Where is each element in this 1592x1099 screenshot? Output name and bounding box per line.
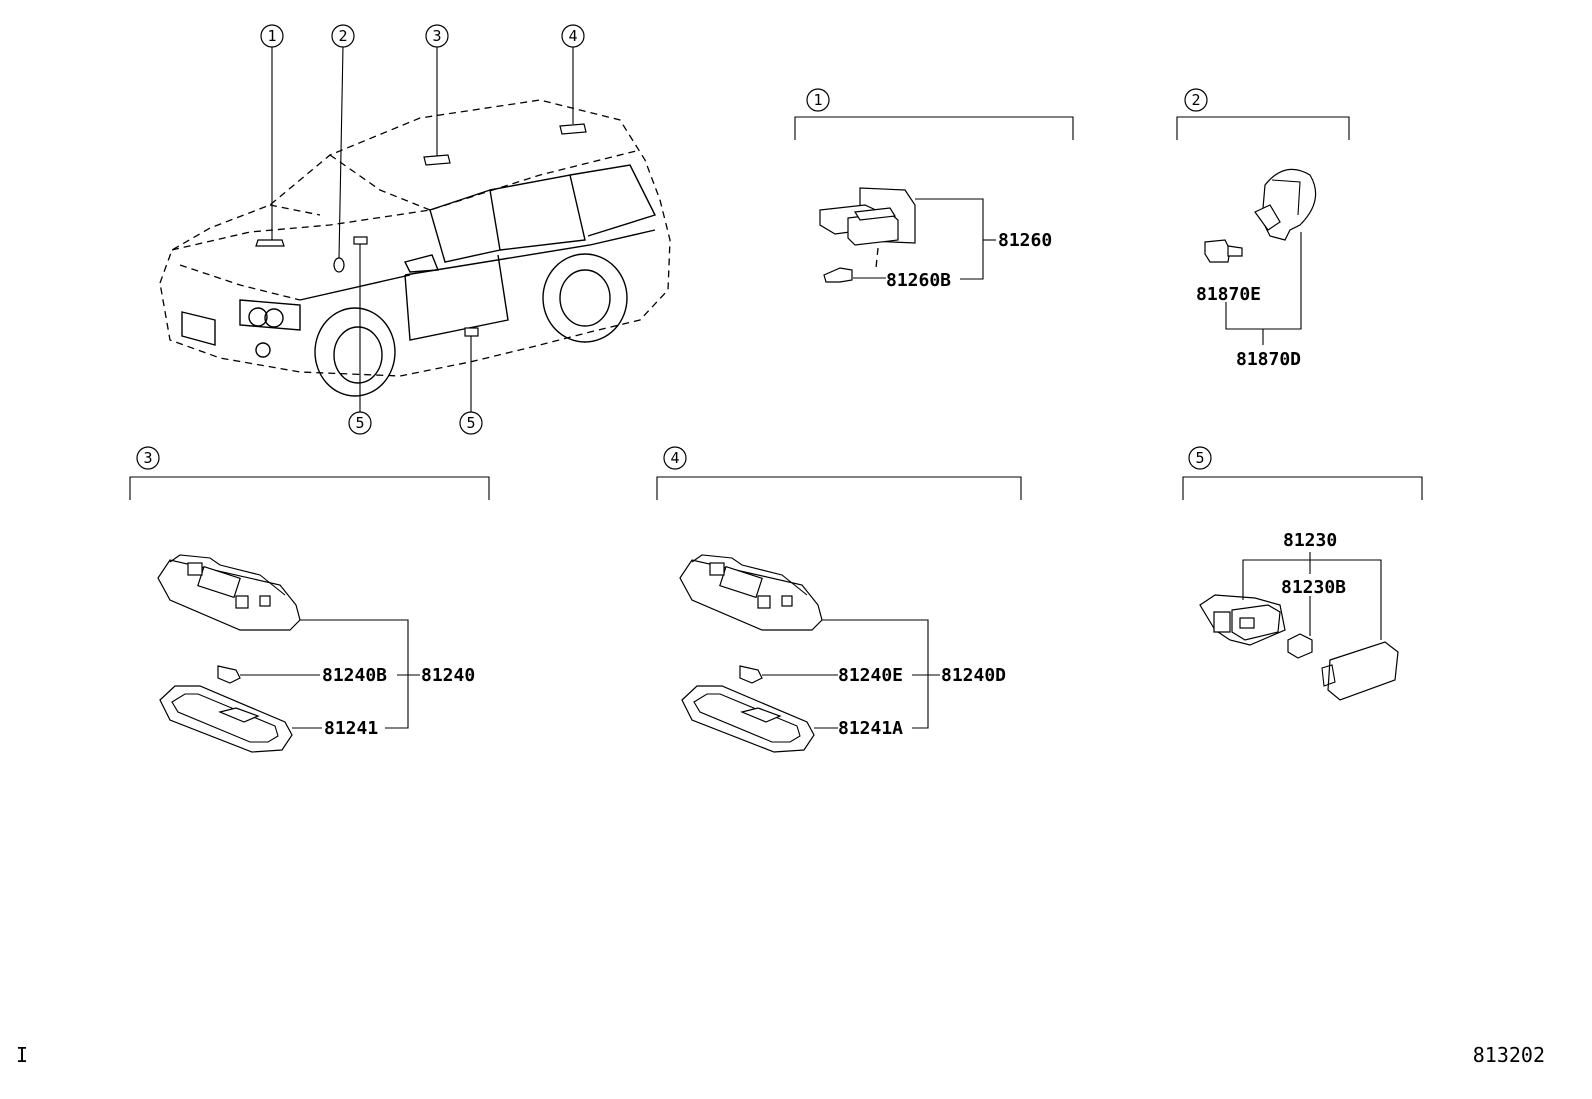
- label-81240E: 81240E: [838, 665, 903, 686]
- label-81241: 81241: [324, 718, 378, 739]
- callout-5-overview-b: 5: [459, 411, 483, 435]
- label-81870D: 81870D: [1236, 349, 1301, 370]
- svg-text:1: 1: [813, 91, 822, 109]
- label-81240D: 81240D: [941, 665, 1006, 686]
- label-81870E: 81870E: [1196, 284, 1261, 305]
- callout-1-overview: 1: [260, 24, 284, 48]
- svg-text:2: 2: [1191, 91, 1200, 109]
- label-81230: 81230: [1283, 530, 1337, 551]
- section-1: 1 81260 81260B: [794, 88, 1074, 291]
- svg-text:1: 1: [267, 27, 276, 45]
- vehicle-overview: [159, 45, 671, 412]
- label-81260B: 81260B: [886, 270, 951, 291]
- svg-text:3: 3: [432, 27, 441, 45]
- section-5: 5 81230 81230B: [1182, 446, 1423, 701]
- svg-text:5: 5: [1195, 449, 1204, 467]
- label-81230B: 81230B: [1281, 577, 1346, 598]
- label-81240B: 81240B: [322, 665, 387, 686]
- section-2: 2 81870E 81870D: [1176, 88, 1350, 370]
- footer-left-mark: I: [16, 1043, 28, 1067]
- diagram-id: 813202: [1473, 1043, 1545, 1067]
- callout-3-overview: 3: [425, 24, 449, 48]
- svg-text:2: 2: [338, 27, 347, 45]
- section-4: 4 81240E 81240D 81241A: [656, 446, 1022, 753]
- callout-4-overview: 4: [561, 24, 585, 48]
- callout-5-overview-a: 5: [348, 411, 372, 435]
- svg-text:4: 4: [568, 27, 577, 45]
- svg-text:4: 4: [670, 449, 679, 467]
- svg-text:5: 5: [466, 414, 475, 432]
- svg-text:5: 5: [355, 414, 364, 432]
- label-81240: 81240: [421, 665, 475, 686]
- svg-text:3: 3: [143, 449, 152, 467]
- label-81260: 81260: [998, 230, 1052, 251]
- label-81241A: 81241A: [838, 718, 903, 739]
- callout-2-overview: 2: [331, 24, 355, 48]
- section-3: 3 81240B 81240 81241: [129, 446, 490, 753]
